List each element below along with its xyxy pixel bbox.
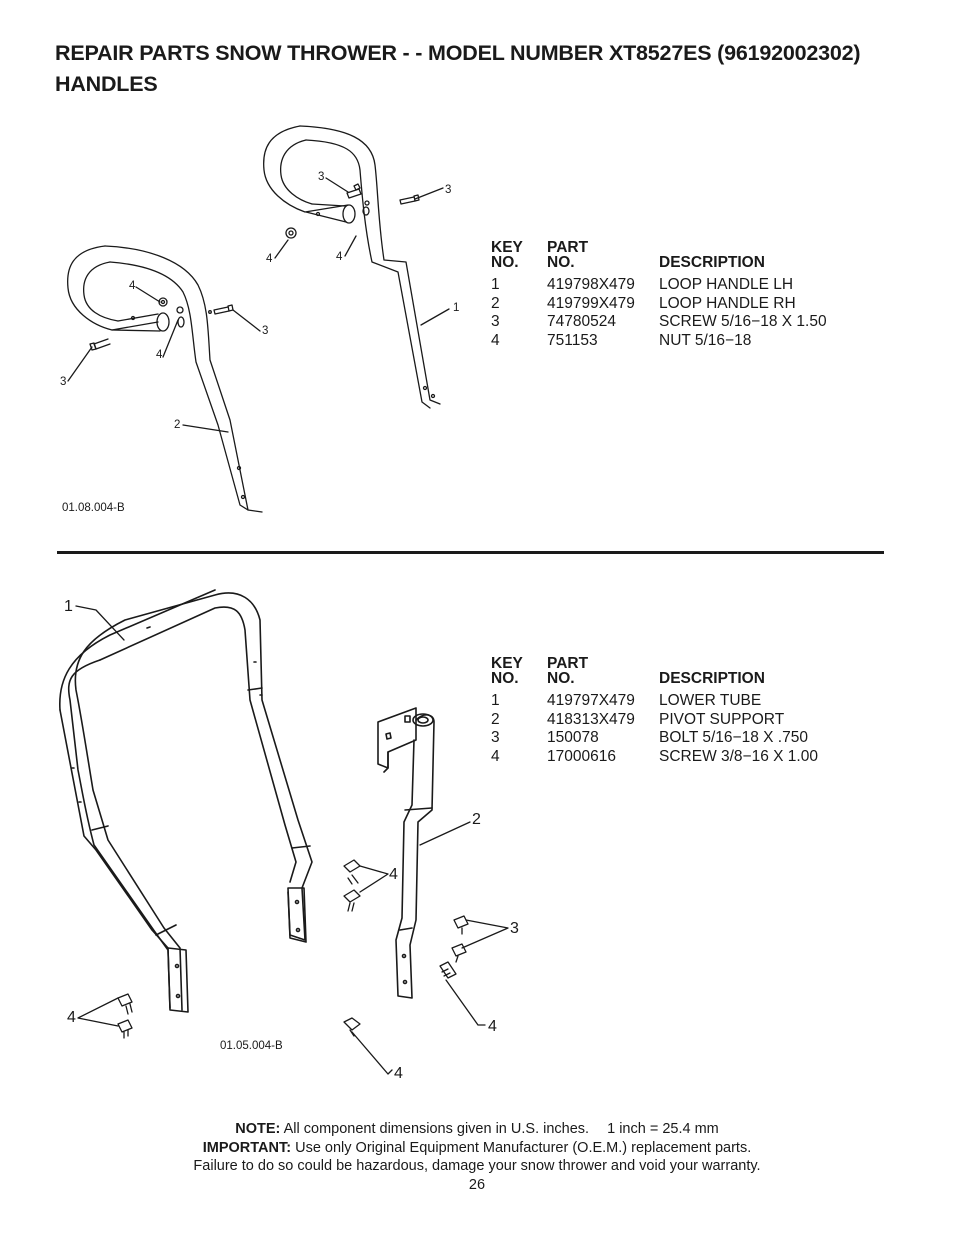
top-callouts: 3 3 4 4 1 4 3 4 3 2 [60, 171, 459, 431]
row-key: 4 [491, 748, 500, 766]
header-part-line2: NO. [547, 670, 575, 687]
row-key: 1 [491, 692, 500, 709]
bottom-callout-3: 3 [510, 920, 519, 937]
page-number: 26 [468, 1177, 486, 1194]
note-text: All component dimensions given in U.S. i… [283, 1121, 590, 1137]
row-desc: SCREW 3/8−16 X 1.00 [659, 748, 818, 766]
top-callout-3b: 3 [445, 184, 451, 196]
section-divider [57, 551, 884, 554]
row-key: 3 [491, 729, 500, 747]
row-key: 4 [491, 332, 500, 350]
top-callout-2: 2 [174, 419, 180, 431]
row-key: 1 [491, 276, 500, 293]
conversion-text: 1 inch = 25.4 mm [607, 1121, 719, 1137]
top-callout-4c: 4 [129, 280, 136, 292]
row-part: 17000616 [547, 748, 616, 766]
bottom-drawing-id: 01.05.004-B [220, 1040, 283, 1052]
bottom-callout-1: 1 [64, 598, 73, 615]
important-line: IMPORTANT: Use only Original Equipment M… [0, 1139, 954, 1158]
row-part: 751153 [547, 332, 598, 350]
row-part: 419798X479 [547, 276, 635, 293]
page-footer: NOTE: All component dimensions given in … [0, 1120, 954, 1195]
top-callout-3a: 3 [318, 171, 324, 183]
row-desc: LOOP HANDLE LH [659, 276, 794, 293]
warning-line: Failure to do so could be hazardous, dam… [193, 1158, 761, 1175]
row-desc: SCREW 5/16−18 X 1.50 [659, 313, 827, 331]
title-line-2: HANDLES [55, 72, 158, 96]
header-description: DESCRIPTION [659, 254, 765, 271]
top-drawing-id: 01.08.004-B [62, 502, 125, 514]
top-callout-3c: 3 [262, 325, 268, 337]
pivot-support-drawing [377, 707, 435, 999]
row-desc: PIVOT SUPPORT [659, 710, 785, 728]
row-key: 3 [491, 313, 500, 331]
row-part: 419799X479 [547, 294, 635, 312]
row-desc: LOWER TUBE [659, 692, 762, 709]
header-key-line1: KEY [491, 239, 523, 256]
header-key-line1: KEY [491, 655, 523, 672]
top-callout-3d: 3 [60, 376, 66, 388]
row-desc: NUT 5/16−18 [659, 332, 752, 350]
row-key: 2 [491, 710, 500, 728]
top-callout-1: 1 [453, 302, 459, 314]
title-line-1: REPAIR PARTS SNOW THROWER - - MODEL NUMB… [55, 41, 861, 65]
loop-handle-lh-drawing [263, 125, 441, 409]
bottom-callout-2: 2 [472, 811, 481, 828]
header-part-line1: PART [547, 239, 589, 256]
bottom-hardware [117, 859, 469, 1039]
row-key: 2 [491, 294, 500, 312]
important-text: Use only Original Equipment Manufacturer… [295, 1139, 752, 1156]
header-key-line2: NO. [491, 254, 519, 271]
row-part: 150078 [547, 729, 599, 747]
row-part: 419797X479 [547, 692, 635, 709]
loop-handle-rh-drawing [67, 245, 263, 513]
top-callout-4d: 4 [156, 349, 163, 361]
row-part: 418313X479 [547, 710, 635, 728]
bottom-callout-4d: 4 [394, 1065, 403, 1082]
bottom-callout-4a: 4 [389, 866, 398, 883]
row-part: 74780524 [547, 313, 616, 331]
note-label: NOTE: [235, 1121, 281, 1137]
bottom-callout-4c: 4 [488, 1018, 497, 1035]
header-key-line2: NO. [491, 670, 519, 687]
row-desc: BOLT 5/16−18 X .750 [659, 729, 808, 747]
bottom-callout-4b: 4 [67, 1009, 76, 1026]
bottom-callouts: 1 2 4 3 4 4 4 [64, 598, 519, 1082]
lower-tube-drawing [59, 589, 313, 1013]
note-line: NOTE: All component dimensions given in … [0, 1120, 954, 1139]
page-title: REPAIR PARTS SNOW THROWER - - MODEL NUMB… [55, 38, 935, 100]
top-callout-leaders [67, 177, 450, 433]
important-label: IMPORTANT: [202, 1139, 292, 1156]
row-desc: LOOP HANDLE RH [659, 294, 796, 312]
header-part-line1: PART [547, 655, 589, 672]
bottom-callout-leaders [75, 605, 509, 1075]
top-callout-4b: 4 [336, 251, 343, 263]
header-description: DESCRIPTION [659, 670, 765, 687]
header-part-line2: NO. [547, 254, 575, 271]
top-callout-4a: 4 [266, 253, 273, 265]
